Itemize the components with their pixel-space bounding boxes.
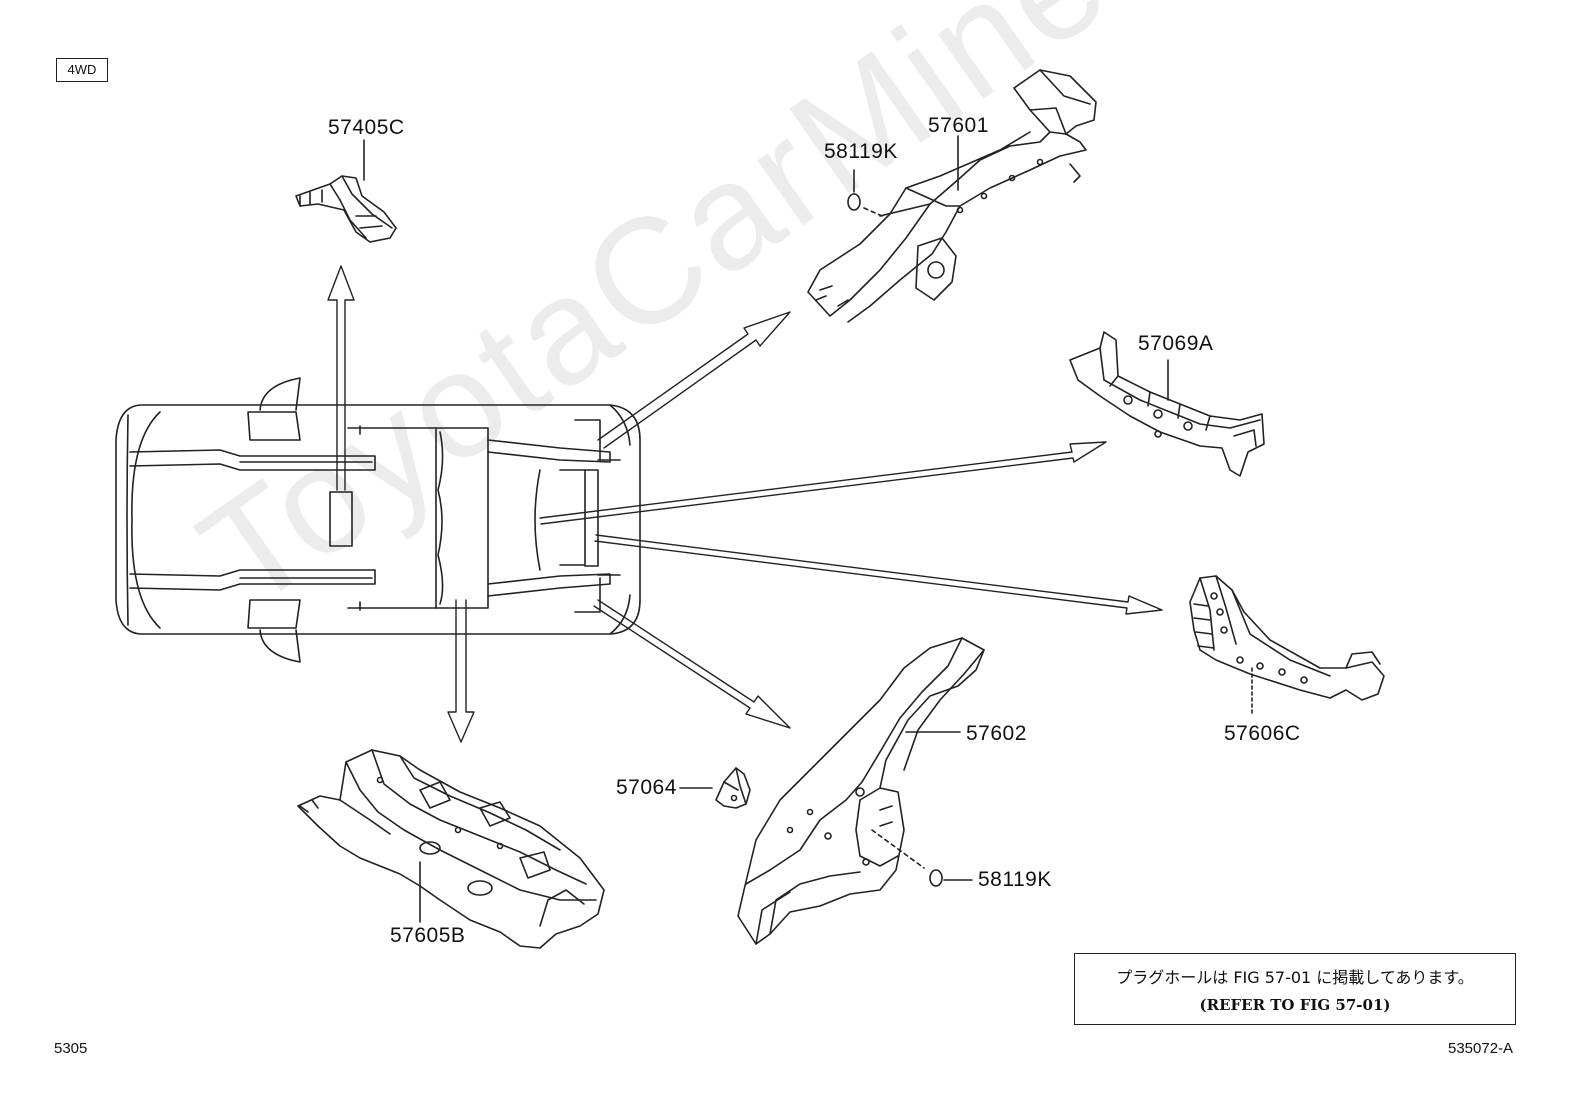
part-label-58119k-top: 58119K [824, 140, 898, 163]
part-58119k-top-drawing [847, 169, 883, 217]
part-label-58119k-bottom: 58119K [978, 868, 1052, 891]
page-code: 5305 [54, 1040, 88, 1057]
part-57069a-drawing [1069, 331, 1265, 477]
part-label-57405c: 57405C [328, 116, 405, 139]
callout-arrows [327, 265, 1163, 743]
part-label-57601: 57601 [928, 114, 989, 137]
part-label-57606c: 57606C [1224, 722, 1301, 745]
reference-note-box: プラグホールは FIG 57-01 に掲載してあります。 (REFER TO F… [1074, 953, 1516, 1025]
part-57602-drawing [737, 637, 985, 945]
part-57064-drawing [679, 767, 751, 809]
part-label-57605b: 57605B [390, 924, 466, 947]
figure-id: 535072-A [1448, 1040, 1514, 1057]
part-58119k-bottom-drawing [871, 829, 973, 887]
variant-badge: 4WD [56, 58, 108, 82]
part-57601-drawing [807, 69, 1097, 323]
vehicle-underbody [115, 377, 641, 663]
reference-note-japanese: プラグホールは FIG 57-01 に掲載してあります。 [1116, 968, 1474, 987]
part-57605b-drawing [297, 749, 605, 949]
part-57606c-drawing [1189, 575, 1385, 717]
part-label-57069a: 57069A [1138, 332, 1214, 355]
part-57405c-drawing [295, 139, 397, 243]
part-label-57064: 57064 [616, 776, 677, 799]
part-label-57602: 57602 [966, 722, 1027, 745]
reference-note-english: (REFER TO FIG 57-01) [1199, 996, 1391, 1014]
